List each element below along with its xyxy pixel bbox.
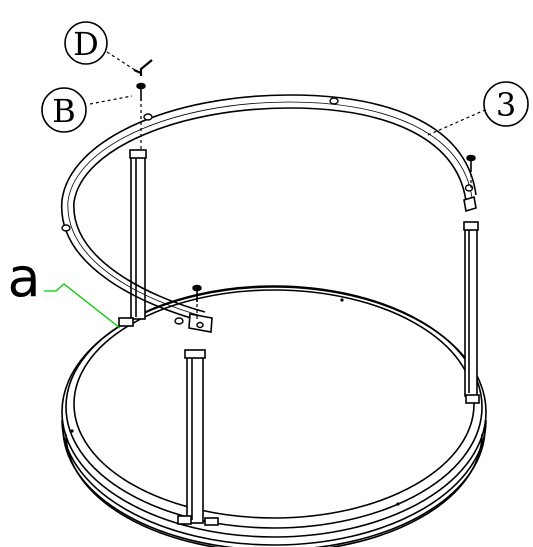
callout-3-label: 3	[496, 86, 516, 124]
callout-a-label: a	[7, 246, 40, 309]
leader-lines	[89, 51, 486, 322]
callout-b: B	[41, 87, 87, 133]
screw-right	[466, 154, 476, 172]
front-leg	[177, 349, 219, 526]
callout-b-label: B	[52, 92, 76, 130]
callout-d-label: D	[73, 25, 99, 63]
allen-key-d	[133, 59, 153, 76]
bottom-ring	[61, 285, 487, 547]
back-left-leg	[118, 149, 147, 327]
callout-a-pointer	[44, 283, 121, 329]
top-ring-holes	[61, 97, 474, 329]
callout-3: 3	[483, 81, 529, 127]
screw-center	[192, 284, 202, 302]
top-ring-segment	[61, 94, 477, 333]
screw-b	[136, 82, 146, 101]
callout-d: D	[64, 21, 108, 65]
bottom-ring-holes	[70, 298, 400, 506]
right-leg	[463, 221, 480, 404]
